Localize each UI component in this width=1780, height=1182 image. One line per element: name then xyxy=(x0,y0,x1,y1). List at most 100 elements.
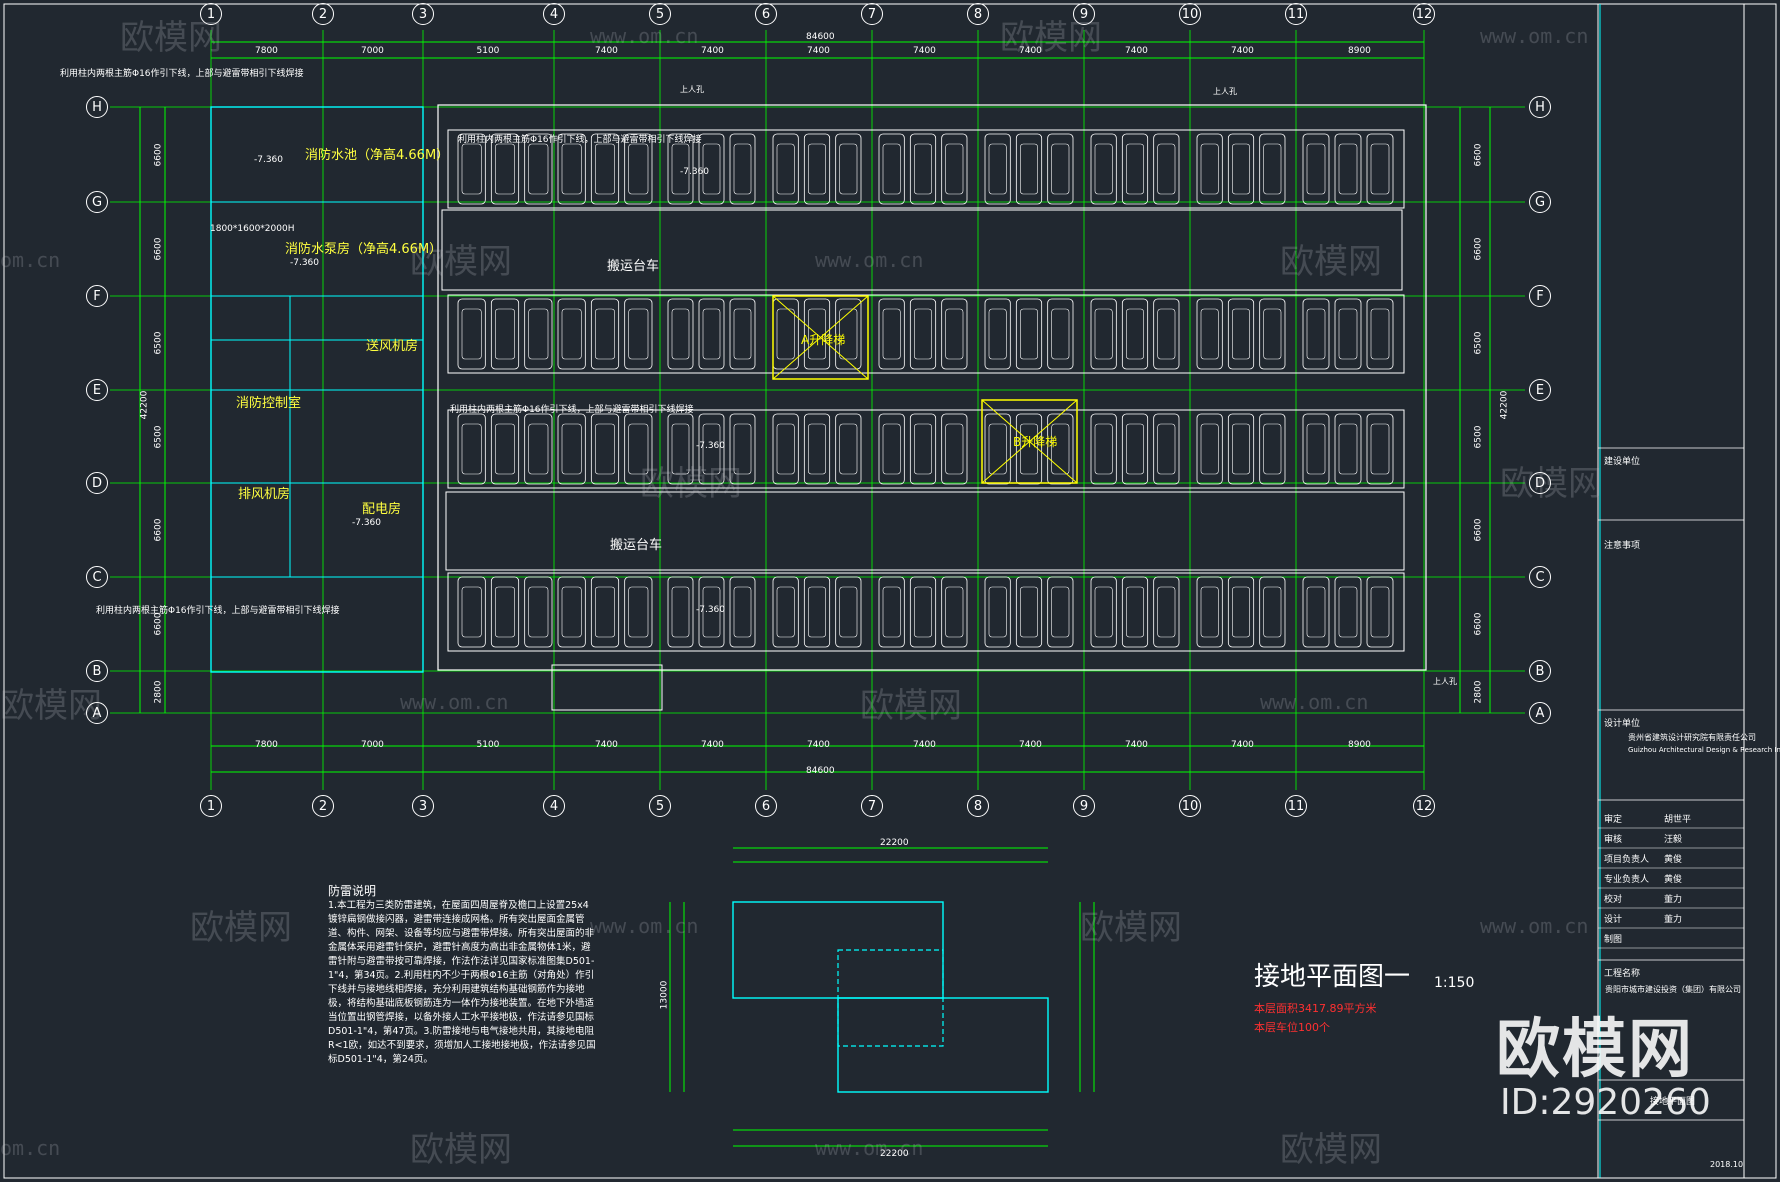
parking-space xyxy=(1047,298,1074,370)
grid-bubble: 11 xyxy=(1285,3,1307,25)
parking-space xyxy=(1227,413,1255,485)
watermark-brand: 欧模网 xyxy=(410,1130,512,1170)
grid-bubble: 5 xyxy=(649,795,671,817)
parking-space xyxy=(1090,298,1117,370)
detail-height: 13000 xyxy=(659,980,670,1010)
parking-space xyxy=(1259,576,1286,648)
watermark-id: ID:2920260 xyxy=(1500,1082,1711,1123)
car-outline xyxy=(1094,586,1113,638)
parking-space xyxy=(490,576,520,648)
tb-row-label: 审定 xyxy=(1604,815,1623,825)
dim-total-top: 84600 xyxy=(806,32,835,42)
car-outline xyxy=(1200,423,1219,475)
grid-bubble: A xyxy=(1529,702,1551,724)
car-outline xyxy=(628,423,649,475)
car-outline xyxy=(1051,423,1070,475)
parking-space xyxy=(1259,298,1286,370)
parking-space xyxy=(1334,133,1362,205)
elevation-label: -7.360 xyxy=(680,167,710,177)
parking-space xyxy=(457,133,486,205)
parking-space xyxy=(772,576,799,648)
parking-row xyxy=(447,409,1405,489)
car-outline xyxy=(1306,423,1326,475)
parking-space xyxy=(729,133,756,205)
parking-space xyxy=(1090,133,1117,205)
span-dimension: 7400 xyxy=(913,740,936,750)
parking-space xyxy=(729,576,756,648)
grid-bubble: B xyxy=(86,660,108,682)
parking-space xyxy=(1259,133,1286,205)
car-outline xyxy=(702,308,721,360)
parking-space xyxy=(909,298,937,370)
parking-space xyxy=(1015,576,1043,648)
watermark-brand: 欧模网 xyxy=(640,464,742,504)
parking-space xyxy=(835,133,862,205)
car-outline xyxy=(914,586,932,638)
car-outline xyxy=(945,423,964,475)
grid-bubble: G xyxy=(86,191,108,213)
car-outline xyxy=(988,143,1007,195)
tb-row-label: 专业负责人 xyxy=(1604,875,1650,885)
lightning-notes: 防雷说明 1.本工程为三类防雷建筑，在屋面四周屋脊及檐口上设置25x4镀锌扁钢做… xyxy=(328,882,598,1067)
parking-space xyxy=(624,298,653,370)
parking-space xyxy=(1121,413,1149,485)
tb-owner-label: 建设单位 xyxy=(1604,457,1641,467)
span-dimension: 7000 xyxy=(361,740,384,750)
parking-space xyxy=(878,298,905,370)
car-outline xyxy=(1370,308,1390,360)
span-dimension: 8900 xyxy=(1348,740,1371,750)
grid-bubble: 8 xyxy=(967,795,989,817)
parking-space xyxy=(624,413,653,485)
car-outline xyxy=(1306,586,1326,638)
car-outline xyxy=(1051,308,1070,360)
parking-space xyxy=(1334,413,1362,485)
car-outline xyxy=(595,143,615,195)
grid-bubble: 11 xyxy=(1285,795,1307,817)
lift-shaft xyxy=(772,295,869,380)
parking-space xyxy=(590,413,620,485)
car-outline xyxy=(1020,143,1038,195)
car-outline xyxy=(628,308,649,360)
parking-space xyxy=(667,133,694,205)
parking-space xyxy=(624,576,653,648)
parking-space xyxy=(698,576,725,648)
span-dimension: 7400 xyxy=(1231,46,1254,56)
lift-cross xyxy=(772,295,869,380)
span-dimension: 7400 xyxy=(1231,740,1254,750)
tb-row-label: 项目负责人 xyxy=(1604,855,1650,865)
watermark-brand: 欧模网 xyxy=(1280,1130,1382,1170)
notes-body: 1.本工程为三类防雷建筑，在屋面四周屋脊及檐口上设置25x4镀锌扁钢做接闪器，避… xyxy=(328,900,596,1065)
car-outline xyxy=(671,423,690,475)
span-dimension: 6600 xyxy=(1473,612,1484,636)
parking-space xyxy=(1153,413,1180,485)
building-outline xyxy=(437,104,1427,671)
car-outline xyxy=(839,143,858,195)
car-outline xyxy=(733,143,752,195)
grid-bubble: 6 xyxy=(755,3,777,25)
car-outline xyxy=(561,423,582,475)
span-dimension: 7400 xyxy=(807,46,830,56)
car-outline xyxy=(1020,308,1038,360)
grid-bubble: D xyxy=(86,472,108,494)
car-outline xyxy=(914,423,932,475)
parking-space xyxy=(557,133,586,205)
car-outline xyxy=(1232,423,1250,475)
parking-space xyxy=(984,133,1011,205)
tb-row-label: 制图 xyxy=(1604,935,1623,945)
car-outline xyxy=(461,143,482,195)
parking-space xyxy=(1153,133,1180,205)
car-outline xyxy=(988,308,1007,360)
parking-space xyxy=(457,413,486,485)
car-outline xyxy=(1232,143,1250,195)
entrance-label: 上人孔 xyxy=(1213,87,1237,96)
drawing-scale: 1:150 xyxy=(1434,975,1475,991)
parking-space xyxy=(1366,576,1394,648)
stair xyxy=(551,664,663,711)
parking-space xyxy=(1196,133,1223,205)
car-outline xyxy=(1338,143,1358,195)
entrance-label: 上人孔 xyxy=(680,85,704,94)
grid-bubble: D xyxy=(1529,472,1551,494)
aisle xyxy=(441,209,1403,291)
car-outline xyxy=(808,586,826,638)
watermark-url: www.om.cn xyxy=(1480,914,1589,938)
